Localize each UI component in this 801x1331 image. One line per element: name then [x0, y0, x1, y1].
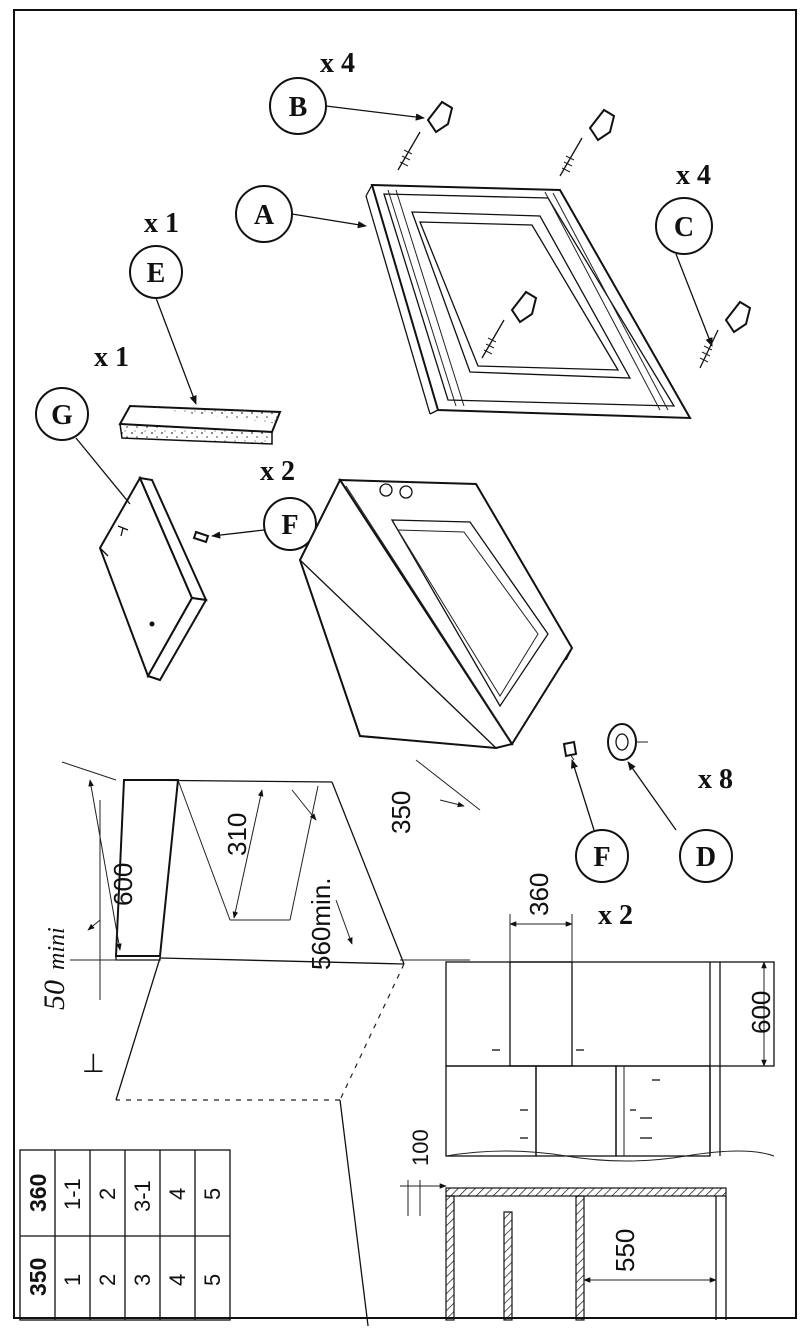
- dim-600-bottom: 600: [746, 991, 776, 1034]
- part-f-screw-bottom: [562, 740, 578, 761]
- qty-b: x 4: [320, 48, 355, 79]
- dim-600-top: 600: [108, 863, 138, 906]
- callout-b: B x 4: [269, 48, 425, 135]
- qty-g: x 1: [94, 342, 129, 373]
- dim-550: 550: [610, 1229, 640, 1272]
- table-cell: 3-1: [130, 1180, 155, 1212]
- qty-d: x 8: [698, 764, 733, 795]
- callout-d: D x 8: [627, 761, 733, 883]
- oven-unit: [298, 477, 574, 750]
- dim-310: 310: [222, 813, 252, 856]
- dimension-arrows: [87, 779, 465, 951]
- page-border: [13, 9, 797, 1319]
- svg-text:mini: mini: [44, 927, 70, 970]
- svg-text:50: 50: [38, 980, 71, 1010]
- dim-50-mini: 50 mini: [38, 927, 71, 1010]
- svg-text:F: F: [281, 510, 298, 541]
- svg-text:F: F: [593, 842, 610, 873]
- kitchen-elevation: [445, 914, 775, 1162]
- qty-e: x 1: [144, 208, 179, 239]
- svg-text:A: A: [254, 200, 275, 231]
- svg-text:G: G: [51, 400, 73, 431]
- callout-g: G x 1: [35, 342, 131, 505]
- table-cell: 2: [95, 1188, 120, 1200]
- callout-a: A: [235, 185, 367, 243]
- cabinet-section: [400, 1180, 727, 1321]
- svg-text:D: D: [696, 842, 716, 873]
- level-symbol: ⊥: [82, 1048, 105, 1078]
- table-cell: 5: [200, 1188, 225, 1200]
- screw-set-c: [481, 290, 752, 369]
- table-cell: 2: [95, 1274, 120, 1286]
- dim-350: 350: [386, 791, 416, 834]
- svg-text:C: C: [674, 212, 694, 243]
- table-cell: 1-1: [60, 1178, 85, 1210]
- callout-f-bottom: F x 2: [570, 759, 633, 931]
- qty-f-bottom: x 2: [598, 900, 633, 931]
- qty-f-top: x 2: [260, 456, 295, 487]
- qty-c: x 4: [676, 160, 711, 191]
- callout-f-top: F x 2: [211, 456, 317, 551]
- dim-100: 100: [408, 1129, 433, 1166]
- svg-text:E: E: [147, 258, 166, 289]
- dimension-labels: 50 mini 600 310 350 560min. ⊥: [38, 791, 416, 1078]
- hole-position-table: 350 360 1 1-1 2 2 3 3-1 4 4 5 5: [19, 1149, 231, 1321]
- table-cell: 4: [165, 1274, 190, 1286]
- part-e-strip: [118, 404, 282, 445]
- part-f-screw-top: [192, 530, 210, 544]
- dim-360: 360: [524, 873, 554, 916]
- part-d-washer: [607, 723, 648, 761]
- cabinet-opening-drawing: [61, 759, 481, 1331]
- table-cell: 5: [200, 1274, 225, 1286]
- part-g-shelf: [98, 475, 208, 682]
- svg-text:B: B: [289, 92, 308, 123]
- table-header-360: 360: [25, 1174, 51, 1212]
- dim-560-min: 560min.: [306, 878, 336, 971]
- screw-set-b: [397, 100, 616, 177]
- table-cell: 4: [165, 1188, 190, 1200]
- table-cell: 1: [60, 1274, 85, 1286]
- callout-e: E x 1: [129, 208, 197, 405]
- callout-c: C x 4: [655, 160, 713, 347]
- table-header-350: 350: [25, 1258, 51, 1296]
- table-cell: 3: [130, 1274, 155, 1286]
